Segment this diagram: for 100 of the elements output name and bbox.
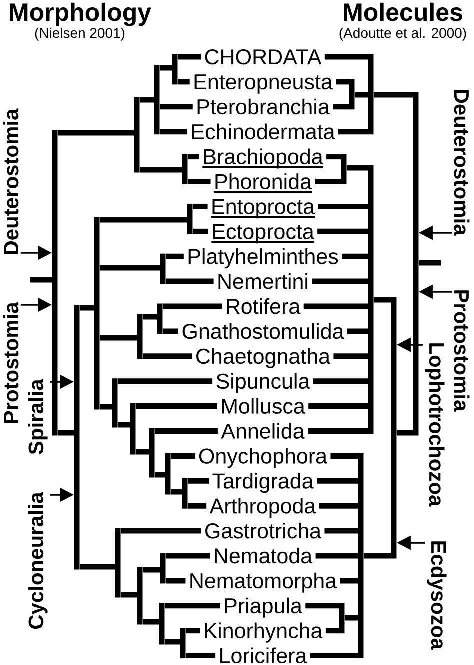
taxon-label: Nematoda <box>215 548 313 564</box>
tree-node <box>160 254 166 284</box>
tree-branch <box>166 553 210 559</box>
clade-label: Spiralia <box>28 379 48 454</box>
taxon-label: Loricifera <box>220 648 308 664</box>
tree-branch <box>80 564 116 570</box>
tree-branch <box>308 428 368 434</box>
tree-branch <box>160 129 188 135</box>
tree-branch <box>160 104 193 110</box>
tree-branch <box>326 154 342 160</box>
tree-branch <box>188 503 207 509</box>
taxon-label: Platyhelminthes <box>188 248 338 269</box>
tree-branch <box>186 653 216 659</box>
taxon-label: Kinorhyncha <box>205 622 323 643</box>
tree-node <box>172 54 178 85</box>
tree-branch <box>100 217 188 223</box>
clade-label: Lophotrochozoa <box>425 344 445 507</box>
tree-node <box>182 478 188 509</box>
taxon-label: Mollusca <box>222 398 306 414</box>
tree-node <box>349 79 355 110</box>
tree-branch <box>316 553 358 559</box>
tree-node <box>154 65 160 135</box>
tree-branch <box>170 453 196 459</box>
tree-branch <box>188 154 200 160</box>
tree-branch <box>396 430 414 436</box>
tree-branch <box>308 404 368 410</box>
tree-branch <box>118 378 213 384</box>
tree-node <box>134 97 140 173</box>
tree-branch <box>324 528 358 534</box>
tree-branch <box>162 304 222 310</box>
heading: Morphology <box>10 2 152 26</box>
tree-branch <box>340 578 358 584</box>
taxon-label: Brachiopoda <box>202 148 324 169</box>
tree-branch <box>342 254 368 260</box>
tree-branch <box>310 653 358 659</box>
taxon-label: Tardigrada <box>212 473 314 494</box>
tree-node <box>130 404 136 455</box>
tree-branch <box>324 54 368 60</box>
clade-label: Cycloneuralia <box>28 492 48 630</box>
tree-node <box>339 603 345 634</box>
clade-label: Ecdysozoa <box>427 542 447 650</box>
tree-branch <box>178 54 202 60</box>
tree-branch <box>136 449 150 455</box>
tree-branch <box>100 404 112 410</box>
taxon-label: Sipuncula <box>216 373 310 394</box>
tree-branch <box>166 578 186 584</box>
tree-branch <box>326 628 340 634</box>
tree-branch <box>319 503 358 509</box>
tree-node <box>165 453 171 495</box>
tree-node <box>137 567 143 625</box>
tree-node <box>187 204 193 234</box>
taxon-label: CHORDATA <box>205 50 322 65</box>
clade-label: Deuterostomia <box>454 90 470 236</box>
tree-node <box>368 165 374 434</box>
taxon-label: Chaetognatha <box>196 348 330 368</box>
taxon-label: Priapula <box>225 598 302 618</box>
tree-branch <box>336 79 350 85</box>
taxon-label: Nematomorpha <box>190 572 338 593</box>
tree-branch <box>170 489 182 495</box>
tree-branch <box>374 92 414 98</box>
tree-branch <box>142 314 158 320</box>
tree-branch <box>164 639 180 645</box>
tree-branch <box>354 92 368 98</box>
tree-node <box>112 378 118 428</box>
clade-label: Deuterostomia <box>3 108 19 254</box>
taxon-label: Phoronida <box>214 174 312 194</box>
taxon-label: Gnathostomulida <box>182 323 344 340</box>
tree-node <box>358 453 364 659</box>
tree-branch <box>188 478 209 484</box>
tree-node <box>368 54 374 135</box>
taxon-label: Arthropoda <box>210 498 316 518</box>
tree-branch <box>374 297 392 303</box>
tree-branch <box>188 179 211 184</box>
taxon-label: Rotifera <box>227 298 301 314</box>
tree-branch <box>178 79 190 85</box>
tree-branch <box>315 179 342 184</box>
tree-branch <box>344 615 358 621</box>
tree-branch <box>140 97 154 103</box>
tree-node <box>160 553 166 584</box>
heading: Molecules <box>344 2 462 22</box>
tree-node <box>182 154 188 185</box>
taxon-label: Gastrotricha <box>206 522 322 539</box>
tree-branch <box>118 422 130 428</box>
tree-branch <box>192 228 208 234</box>
taxon-label: Onychophora <box>199 448 328 468</box>
tree-branch <box>313 378 368 384</box>
tree-branch <box>333 104 350 110</box>
tree-branch <box>334 354 368 360</box>
tree-branch <box>58 130 134 136</box>
tree-node <box>94 217 100 410</box>
tree-branch <box>312 278 368 284</box>
tree-branch <box>317 478 358 484</box>
tree-branch <box>346 165 368 171</box>
citation: (Nielsen 2001) <box>35 28 125 41</box>
tree-branch <box>142 354 192 360</box>
tree-branch <box>304 304 368 310</box>
tree-branch <box>364 553 392 559</box>
citation: (Adoutte et al. 2000) <box>340 28 466 41</box>
tree-branch <box>140 167 182 173</box>
tree-branch <box>166 278 214 284</box>
